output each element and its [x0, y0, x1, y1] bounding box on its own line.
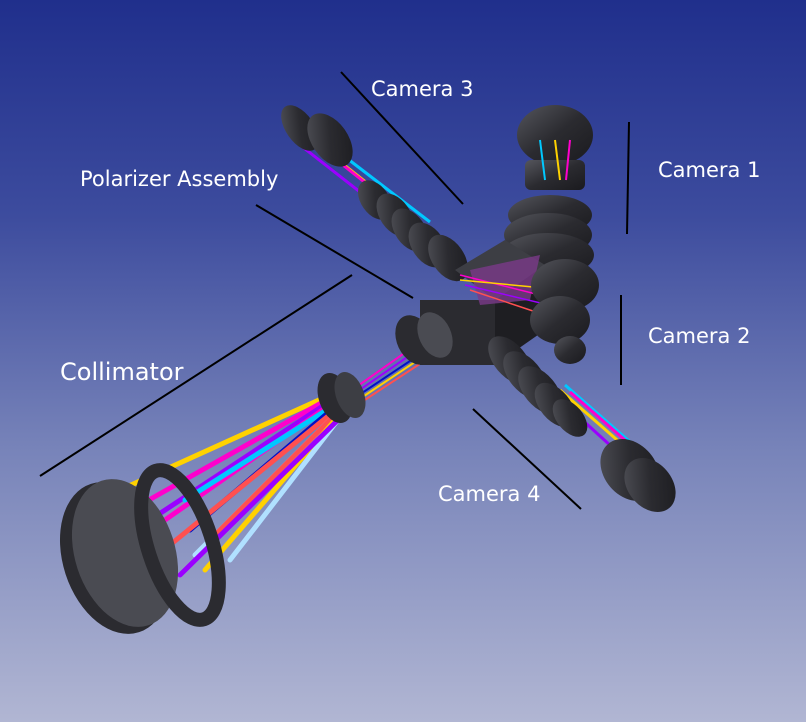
camera-4-lens-stack: [488, 336, 676, 512]
camera-4-leader: [472, 408, 582, 510]
camera-3-lens-stack: [281, 105, 468, 282]
leader-lines: [39, 71, 630, 510]
camera-4-label: Camera 4: [438, 482, 541, 506]
camera-3-label: Camera 3: [371, 77, 474, 101]
polarizer-assembly-label: Polarizer Assembly: [80, 167, 279, 191]
camera-2-label: Camera 2: [648, 324, 751, 348]
collimator-label: Collimator: [60, 358, 184, 386]
camera-1-label: Camera 1: [658, 158, 761, 182]
collimator-ray-bundle: [117, 392, 347, 578]
camera-1-lens-stack: [502, 105, 594, 277]
camera-2-lens-stack: [530, 259, 599, 364]
collimator-leader: [39, 274, 353, 477]
collimator-secondary-lens: [317, 371, 366, 424]
polarizer-leader: [255, 204, 414, 299]
collimator-primary-lens: [59, 463, 226, 634]
camera-1-rays: [539, 139, 571, 181]
camera-3-leader: [340, 71, 464, 205]
camera-1-leader: [626, 121, 630, 235]
